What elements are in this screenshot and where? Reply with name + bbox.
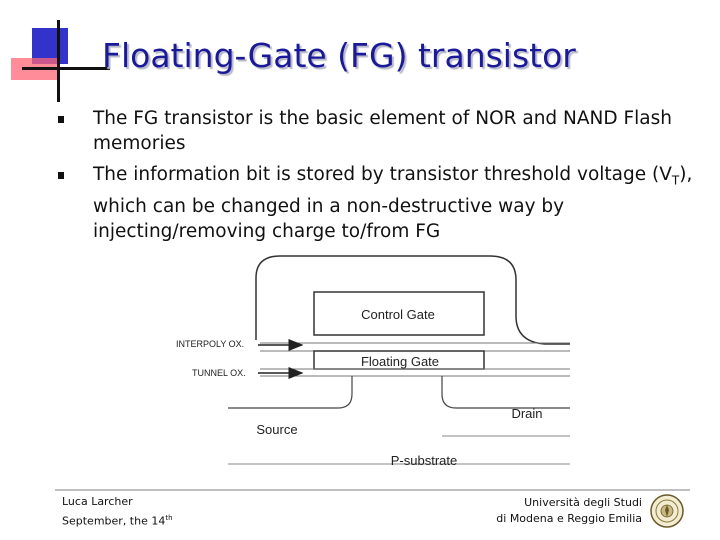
bullet-subscript: T	[671, 173, 680, 188]
decor-horizontal-line	[22, 67, 110, 70]
gate-outline	[255, 255, 570, 345]
presentation-date: September, the 14th	[62, 510, 173, 530]
bullet-list: The FG transistor is the basic element o…	[57, 106, 697, 250]
bullet-text-start: The information bit is stored by transis…	[93, 164, 672, 185]
bullet-item: The FG transistor is the basic element o…	[57, 106, 697, 156]
university-line2: di Modena e Reggio Emilia	[496, 512, 642, 525]
drain-junction	[441, 376, 570, 409]
date-text: September, the 14	[62, 514, 166, 528]
footer-left: Luca Larcher September, the 14th	[62, 493, 173, 530]
author-name: Luca Larcher	[62, 495, 133, 508]
control-gate-box	[313, 291, 485, 336]
drain-label: Drain	[511, 406, 542, 421]
source-label: Source	[256, 422, 297, 437]
square-bullet-icon	[58, 116, 64, 123]
bullet-text: The FG transistor is the basic element o…	[93, 108, 672, 154]
control-gate-label: Control Gate	[361, 307, 435, 322]
decor-vertical-line	[57, 20, 60, 102]
tunnel-ox-label: TUNNEL OX.	[192, 368, 246, 378]
slide-title: Floating-Gate (FG) transistor	[102, 36, 576, 75]
footer-divider	[55, 489, 690, 491]
floating-gate-label: Floating Gate	[361, 354, 439, 369]
university-seal-icon	[650, 494, 684, 528]
footer-right: Università degli Studi di Modena e Reggi…	[496, 495, 642, 527]
source-junction	[228, 376, 353, 409]
date-superscript: th	[165, 514, 173, 522]
interpoly-ox-label: INTERPOLY OX.	[176, 339, 244, 349]
bullet-item: The information bit is stored by transis…	[57, 162, 697, 244]
university-line1: Università degli Studi	[524, 496, 642, 509]
bullet-text-end: ), which can be changed in a non-destruc…	[93, 164, 693, 242]
floating-gate-box	[313, 350, 485, 370]
p-substrate-label: P-substrate	[391, 453, 457, 468]
square-bullet-icon	[58, 172, 64, 179]
